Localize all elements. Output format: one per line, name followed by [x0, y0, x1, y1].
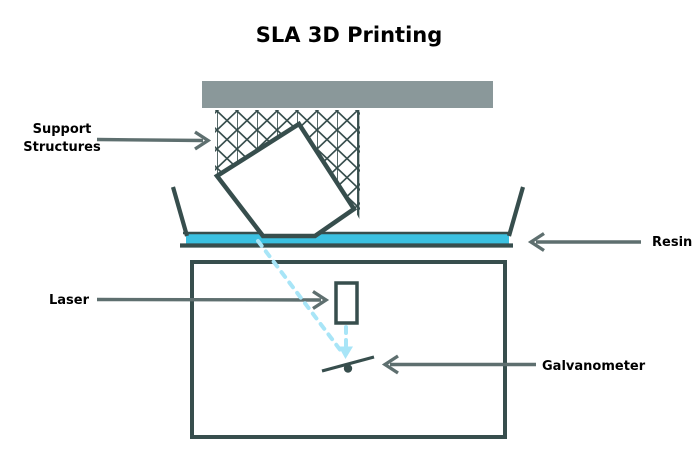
vat-right-wall — [506, 186, 526, 237]
printed-part — [213, 120, 358, 239]
beam-arrowhead — [338, 346, 353, 359]
resin-label-text: Resin — [652, 235, 692, 250]
galvanometer-label-text: Galvanometer — [542, 359, 646, 374]
mirror-pivot-dot — [343, 364, 353, 373]
resin-label: Resin — [527, 232, 692, 252]
support-arrow — [96, 130, 212, 151]
support-structures-label: Support Structures — [23, 122, 212, 155]
mirror-line — [321, 355, 375, 373]
support-label-line2: Structures — [23, 140, 101, 155]
galvanometer-label: Galvanometer — [381, 354, 646, 375]
vat-left-wall — [170, 186, 190, 237]
resin-arrow — [527, 232, 641, 252]
laser-label-text: Laser — [49, 293, 90, 308]
support-label-line1: Support — [33, 122, 92, 137]
resin-vat — [170, 186, 526, 248]
laser-source — [334, 281, 359, 325]
resin-fill — [186, 234, 509, 244]
galvanometer-arrow — [381, 354, 536, 375]
galvanometer-mirror — [321, 355, 375, 373]
laser-beam — [256, 239, 353, 359]
diagram-title: SLA 3D Printing — [256, 23, 443, 47]
laser-label: Laser — [49, 290, 330, 310]
beam-diagonal — [256, 239, 343, 353]
build-platform — [202, 81, 493, 108]
laser-arrow — [96, 290, 330, 310]
printer-housing — [190, 260, 507, 439]
